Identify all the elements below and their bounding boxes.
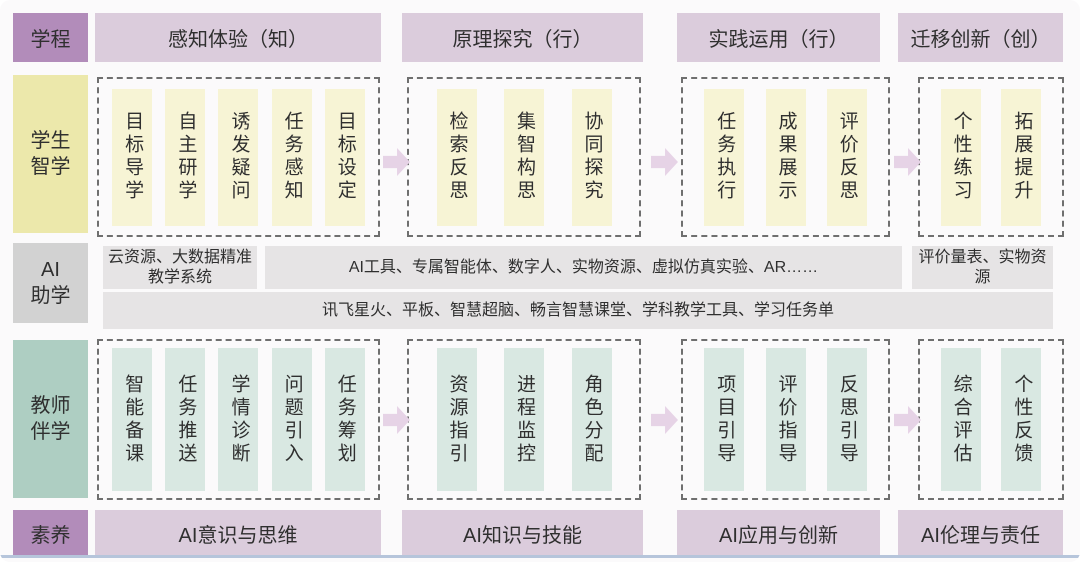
teacher-group-perception: 智能备课 任务推送 学情诊断 问题引入 任务筹划 [97,339,380,500]
bottom-divider [0,555,1080,558]
student-group-practice: 任务执行 成果展示 评价反思 [681,77,890,237]
student-activity: 检索反思 [436,88,477,226]
stage-header-practice: 实践运用（行） [677,13,880,62]
literacy-footer-ethics: AI伦理与责任 [898,510,1063,556]
teacher-group-transfer: 综合评估 个性反馈 [918,339,1064,500]
teacher-activity: 个性反馈 [1001,348,1042,491]
row-label-ai-line1: AI [41,259,60,281]
teacher-activity: 任务筹划 [324,348,365,491]
stage-header-perception: 感知体验（知） [95,13,381,62]
teacher-activity: 评价指导 [765,348,806,491]
literacy-footer-application: AI应用与创新 [677,510,880,556]
ai-tool-box-tools: AI工具、专属智能体、数字人、实物资源、虚拟仿真实验、AR…… [265,246,902,289]
row-label-student-line2: 智学 [30,156,71,178]
teacher-activity: 角色分配 [571,348,612,491]
arrow-right-icon [894,148,921,176]
student-activity: 诱发疑问 [218,88,259,226]
row-label-curriculum: 学程 [13,13,88,62]
ai-tool-box-platforms: 讯飞星火、平板、智慧超脑、畅言智慧课堂、学科教学工具、学习任务单 [103,292,1053,329]
row-label-teacher: 教师 伴学 [13,340,88,498]
literacy-footer-awareness: AI意识与思维 [95,510,381,556]
student-activity: 个性练习 [940,88,981,226]
row-label-ai: AI 助学 [13,243,88,323]
row-label-student: 学生 智学 [13,75,88,233]
stage-header-principle: 原理探究（行） [402,13,643,62]
student-activity: 集智构思 [504,88,544,226]
literacy-footer-knowledge: AI知识与技能 [402,510,643,556]
student-activity: 成果展示 [765,88,806,226]
student-activity: 任务执行 [704,88,745,226]
teacher-group-principle: 资源指引 进程监控 角色分配 [407,339,641,500]
arrow-right-icon [651,148,678,176]
student-activity: 任务感知 [271,88,312,226]
arrow-right-icon [383,406,410,434]
student-group-transfer: 个性练习 拓展提升 [918,77,1064,237]
teacher-activity: 反思引导 [826,348,867,491]
teacher-activity: 进程监控 [504,348,544,491]
teacher-activity: 综合评估 [940,348,981,491]
student-activity: 目标设定 [324,88,365,226]
row-label-student-line1: 学生 [30,130,71,152]
teacher-group-practice: 项目引导 评价指导 反思引导 [681,339,890,500]
student-activity: 自主研学 [165,88,206,226]
student-activity: 拓展提升 [1001,88,1042,226]
student-activity: 目标导学 [112,88,153,226]
stage-header-transfer: 迁移创新（创） [898,13,1063,62]
teacher-activity: 项目引导 [704,348,745,491]
teacher-activity: 任务推送 [165,348,206,491]
teacher-activity: 资源指引 [436,348,477,491]
row-label-teacher-line1: 教师 [30,395,71,417]
teacher-activity: 问题引入 [271,348,312,491]
ai-tool-box-evaluation: 评价量表、实物资源 [912,246,1053,289]
teacher-activity: 学情诊断 [218,348,259,491]
arrow-right-icon [383,148,410,176]
student-group-principle: 检索反思 集智构思 协同探究 [407,77,641,237]
row-label-literacy: 素养 [13,510,88,556]
ai-tool-box-cloud: 云资源、大数据精准教学系统 [103,246,257,289]
student-activity: 协同探究 [571,88,612,226]
arrow-right-icon [894,406,921,434]
row-label-teacher-line2: 伴学 [30,421,71,443]
teacher-activity: 智能备课 [112,348,153,491]
student-activity: 评价反思 [826,88,867,226]
student-group-perception: 目标导学 自主研学 诱发疑问 任务感知 目标设定 [97,77,380,237]
arrow-right-icon [651,406,678,434]
row-label-ai-line2: 助学 [30,285,71,307]
